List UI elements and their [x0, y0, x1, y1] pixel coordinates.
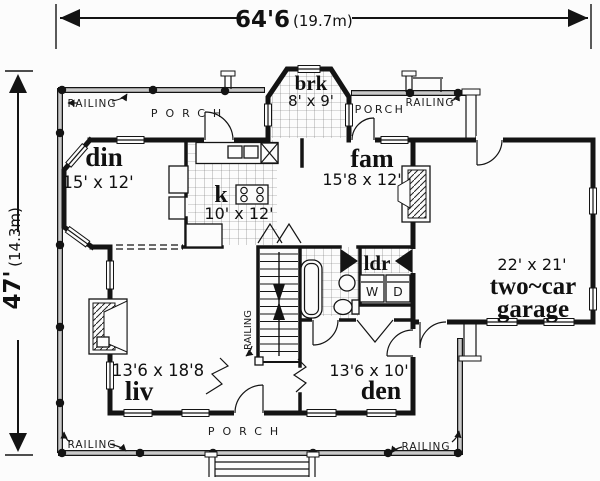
bathtub [300, 259, 323, 319]
left-dimension: 47' (14.3m) [0, 70, 33, 456]
room-size-fam: 15'8 x 12' [322, 170, 401, 189]
dryer [385, 274, 411, 303]
room-label-din: din [85, 142, 123, 172]
kitchen-desk [185, 223, 223, 248]
room-label-liv: liv [125, 376, 154, 406]
kitchen-pass-mark-1 [257, 222, 283, 244]
staircase[interactable] [254, 252, 298, 366]
top-dimension: 64'6 (19.7m) [55, 4, 592, 49]
laundry-door-left [340, 248, 359, 274]
room-label-fam: fam [350, 144, 394, 173]
dishwasher [260, 142, 279, 164]
washer-label: W [366, 284, 378, 299]
porch-label-top-left: PORCH [151, 107, 229, 120]
family-fireplace [397, 165, 431, 223]
stair-direction-arrow-icon [273, 302, 285, 320]
door-gaps [204, 136, 503, 417]
kitchen-fixtures [168, 141, 279, 248]
bay-window-upper [65, 142, 89, 168]
bifold-door [356, 319, 394, 343]
annotation-labels: PORCH PORCH PORCH RAILING RAILING RAILIN… [60, 93, 462, 454]
porch-columns [220, 70, 482, 362]
height-dimension-meters: (14.3m) [6, 207, 24, 267]
bath-sink [338, 274, 356, 292]
room-size-garage: 22' x 21' [497, 255, 566, 274]
room-label-ldr: ldr [364, 251, 391, 275]
width-dimension-feet: 64'6 [235, 7, 290, 33]
cased-opening-dashed [116, 244, 183, 250]
porch-label-bottom: PORCH [208, 425, 286, 438]
breakfast-tile-floor [271, 71, 346, 138]
front-steps [204, 451, 320, 477]
room-size-kitchen: 10' x 12' [204, 204, 273, 223]
railing-label-bottom-left: RAILING [67, 439, 116, 451]
porch-railing [55, 70, 482, 458]
kitchen-pass-mark-2 [276, 222, 302, 244]
laundry-fixtures: W D [359, 274, 411, 303]
room-size-din: 15' x 12' [62, 173, 133, 192]
railing-label-bottom-right: RAILING [401, 441, 450, 453]
railing-label-top-right: RAILING [405, 97, 454, 109]
up-arrowhead-icon [9, 74, 27, 93]
height-dimension-feet: 47' [0, 270, 26, 309]
kitchen-counter-left [168, 196, 186, 220]
range [235, 184, 269, 205]
sink-bowl [227, 145, 243, 159]
laundry-door-right [394, 248, 413, 274]
den-opening-zigzag [292, 358, 307, 393]
porch-label-top-right: PORCH [355, 103, 406, 116]
room-labels: brk 8' x 9' din 15' x 12' k 10' x 12' fa… [62, 71, 576, 406]
bathroom-fixtures [300, 259, 360, 319]
width-dimension-meters: (19.7m) [293, 12, 353, 30]
room-label-garage-line2: garage [497, 296, 569, 323]
railing-pointer-arrows [60, 93, 462, 454]
right-arrowhead-icon [568, 9, 588, 27]
stair-direction-arrow-icon [273, 284, 285, 302]
room-size-liv: 13'6 x 18'8 [112, 361, 204, 380]
bay-window-lower [64, 225, 91, 248]
room-label-den: den [361, 376, 402, 405]
room-size-brk: 8' x 9' [288, 92, 334, 110]
room-label-brk: brk [295, 71, 328, 95]
refrigerator [168, 165, 189, 194]
windows [64, 65, 597, 417]
railing-label-top-left: RAILING [67, 98, 116, 110]
left-arrowhead-icon [60, 9, 80, 27]
toilet [333, 298, 360, 316]
room-label-kitchen: k [214, 182, 228, 208]
down-arrowhead-icon [9, 433, 27, 452]
railing-label-stairs: RAILING [243, 310, 254, 350]
room-label-garage-line1: two~car [490, 273, 577, 300]
dryer-label: D [393, 284, 403, 299]
sink-bowl [243, 145, 259, 159]
washer [359, 274, 385, 303]
room-size-den: 13'6 x 10' [329, 361, 408, 380]
living-opening-zigzag [205, 357, 230, 395]
door-swings [204, 111, 503, 414]
living-fireplace [88, 298, 128, 355]
